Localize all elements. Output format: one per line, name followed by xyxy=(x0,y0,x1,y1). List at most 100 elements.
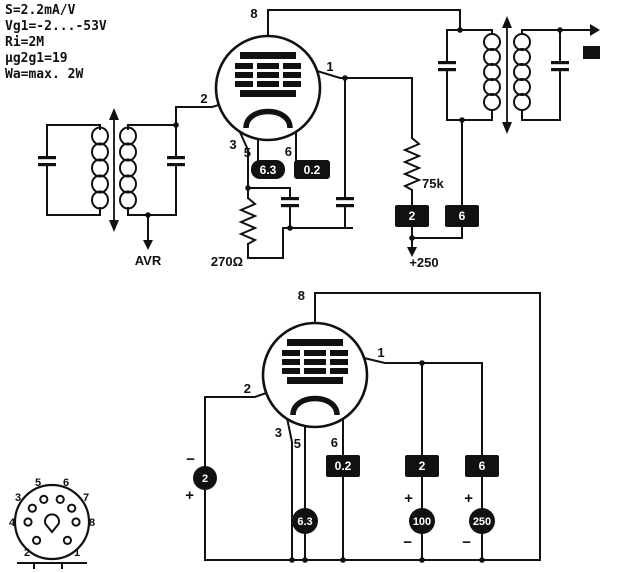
output-tuning-arrow-icon xyxy=(502,16,512,134)
socket-pin-7 xyxy=(67,503,77,513)
junction-dot xyxy=(302,557,308,563)
screen-resistor xyxy=(402,137,422,191)
top-pin8-label: 8 xyxy=(250,6,257,21)
output-primary-coil xyxy=(483,29,501,121)
junction-dot xyxy=(419,360,425,366)
bottom-pin2-label: 2 xyxy=(244,381,251,396)
socket-pin-3 xyxy=(27,503,37,513)
battery-heater-value: 6.3 xyxy=(297,516,312,528)
anode-supply-branch: 6 250 + − xyxy=(462,362,499,561)
output-arrowhead-icon xyxy=(590,24,600,36)
bottom-pin3-label: 3 xyxy=(275,425,282,440)
heater-voltage-tag: 6.3 xyxy=(260,163,277,177)
top-pin3-label: 3 xyxy=(229,137,236,152)
top-tube-envelope xyxy=(214,34,322,142)
anode-current-tag: 6 xyxy=(459,209,466,223)
junction-dot xyxy=(419,557,425,563)
socket-pin-4 xyxy=(23,517,33,527)
output-terminal-block xyxy=(583,46,600,59)
socket-pin-6 xyxy=(55,494,65,504)
bottom-pin1-label: 1 xyxy=(377,345,384,360)
bottom-pin6-label: 6 xyxy=(331,435,338,450)
socket-pin-8 xyxy=(71,517,81,527)
screen-current-tag-box xyxy=(395,205,429,227)
top-pin1-label: 1 xyxy=(326,59,333,74)
bottom-heater-current-tag-box xyxy=(326,455,360,477)
input-primary-capacitor xyxy=(38,124,56,216)
socket-pin7-label: 7 xyxy=(83,492,89,504)
anode-plus-sign: + xyxy=(464,490,473,507)
top-tube: 8 1 2 3 5 6 xyxy=(175,6,461,189)
socket-pin6-label: 6 xyxy=(63,477,69,489)
spec-line-mu: µg2g1=19 xyxy=(5,51,68,66)
bottom-pin3-lead xyxy=(285,416,293,561)
junction-dot xyxy=(287,225,293,231)
screen-resistor-label: 75k xyxy=(422,176,444,191)
top-cathode-network: 270Ω xyxy=(211,75,354,269)
grid-minus-sign: − xyxy=(186,451,195,468)
cathode-arch xyxy=(243,108,293,129)
cathode-resistor xyxy=(238,187,258,259)
junction-dot xyxy=(145,212,151,218)
screen-minus-sign: − xyxy=(403,534,412,551)
top-heater-tags: 6.3 0.2 xyxy=(251,160,330,179)
socket-pin4-label: 4 xyxy=(9,517,16,529)
screen-supply-branch: 2 100 + − xyxy=(403,360,439,561)
bottom-electrode-stack xyxy=(282,339,348,416)
heater-current-tag-box xyxy=(294,160,330,179)
socket-diagram: 5 6 3 7 4 8 2 1 xyxy=(9,477,95,569)
spec-line-transconductance: S=2.2mA/V xyxy=(5,3,76,18)
top-pin8-lead xyxy=(267,9,461,37)
bottom-anode-current-tag-box xyxy=(465,455,499,477)
bottom-screen-current-tag: 2 xyxy=(419,459,426,473)
spec-block: S=2.2mA/V Vg1=-2...-53V Ri=2M µg2g1=19 W… xyxy=(5,3,107,82)
socket-pin-5 xyxy=(39,494,49,504)
output-secondary-coil xyxy=(513,29,531,121)
junction-dot xyxy=(289,557,295,563)
heater-branch: 6.3 xyxy=(292,508,318,561)
bottom-pin8-label: 8 xyxy=(298,288,305,303)
bottom-pin8-lead xyxy=(314,292,541,561)
bottom-pin5-label: 5 xyxy=(294,436,301,451)
input-secondary-coil xyxy=(119,124,137,216)
battery-screen-value: 100 xyxy=(413,516,431,528)
socket-pin2-label: 2 xyxy=(24,547,30,559)
bottom-pin1-lead xyxy=(362,356,483,364)
battery-screen xyxy=(409,508,435,534)
cathode-bypass-capacitor xyxy=(281,187,299,229)
heater-current-branch: 0.2 xyxy=(326,455,360,561)
spec-line-grid-voltage: Vg1=-2...-53V xyxy=(5,19,107,34)
top-pin5-label: 5 xyxy=(244,145,251,160)
input-tuning-arrow-icon xyxy=(109,108,119,232)
socket-pin1-label: 1 xyxy=(74,547,80,559)
anode-minus-sign: − xyxy=(462,534,471,551)
output-if-transformer xyxy=(438,9,600,134)
grid-plus-sign: + xyxy=(185,487,194,504)
socket-pin-1 xyxy=(62,535,73,546)
top-pin1-lead xyxy=(315,69,413,79)
screen-current-tag: 2 xyxy=(409,209,416,223)
anode-current-tag-box xyxy=(445,205,479,227)
avr-branch: AVR xyxy=(135,212,162,268)
top-electrode-stack xyxy=(235,52,301,129)
socket-pin5-label: 5 xyxy=(35,477,41,489)
battery-grid-value: 2 xyxy=(202,473,208,485)
screen-decoupling-capacitor xyxy=(336,77,354,229)
junction-dot xyxy=(340,557,346,563)
bottom-anode-current-tag: 6 xyxy=(479,459,486,473)
battery-grid xyxy=(193,466,217,490)
spec-line-anode-dissipation: Wa=max. 2W xyxy=(5,67,83,82)
bottom-supply-network: 2 − + 6.3 0.2 2 100 + − xyxy=(185,360,541,563)
top-screen-anode-network: 75k 2 6 +250 xyxy=(395,77,479,270)
top-pin3-lead xyxy=(237,128,249,189)
battery-anode xyxy=(469,508,495,534)
heater-current-tag: 0.2 xyxy=(304,163,321,177)
bottom-tube: 8 1 2 3 5 6 xyxy=(204,288,541,561)
socket-pin8-label: 8 xyxy=(89,517,95,529)
socket-key xyxy=(44,513,60,534)
cathode-arch xyxy=(290,395,340,416)
avr-arrowhead-icon xyxy=(143,240,153,250)
junction-dot xyxy=(342,75,348,81)
bottom-pin2-lead xyxy=(204,391,268,398)
